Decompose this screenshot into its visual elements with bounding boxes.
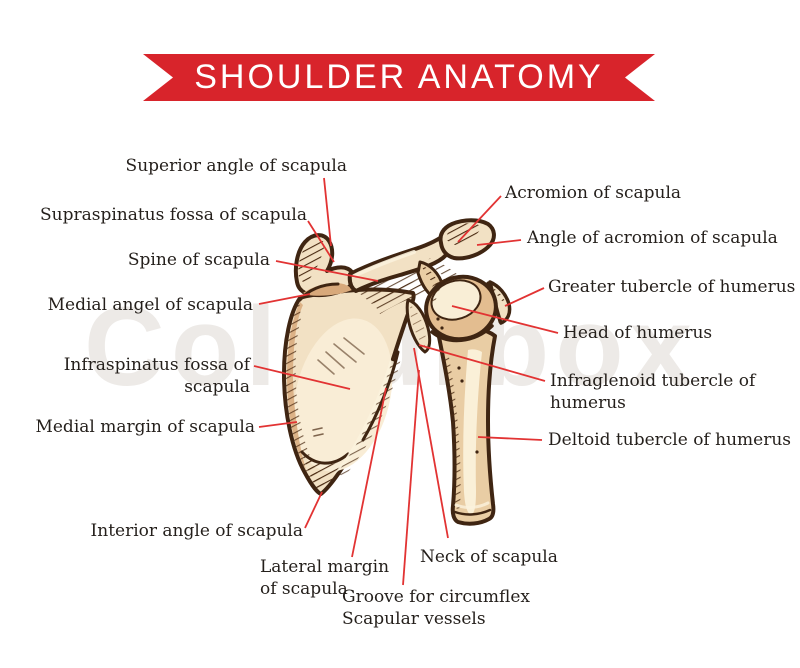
label-interior-angle-of-scapula: Interior angle of scapula [90, 521, 303, 541]
label-acromion-of-scapula: Acromion of scapula [505, 183, 682, 203]
ribbon-icon [143, 54, 655, 101]
leader-line-infraglenoid-tubercle-of-humerus [418, 344, 546, 382]
leader-line-infraspinatus-fossa-of-scapula [253, 365, 351, 390]
leader-line-head-of-humerus [451, 305, 559, 334]
leader-line-greater-tubercle-of-humerus [504, 287, 545, 307]
leader-line-groove-for-circumflex-scapular-vessels [402, 369, 420, 586]
label-superior-angle-of-scapula: Superior angle of scapula [125, 156, 347, 176]
title-banner: SHOULDER ANATOMY [0, 0, 800, 120]
label-medial-angel-of-scapula: Medial angel of scapula [47, 295, 253, 315]
label-neck-of-scapula: Neck of scapula [420, 547, 558, 567]
leader-line-interior-angle-of-scapula [304, 491, 323, 529]
leader-line-lateral-margin-of-scapula [351, 387, 387, 558]
leader-line-acromion-of-scapula [457, 195, 502, 243]
leader-line-spine-of-scapula [275, 260, 379, 282]
ribbon-shape [143, 54, 655, 101]
label-groove-for-circumflex-scapular-vessels: Groove for circumflex Scapular vessels [342, 587, 530, 629]
leader-line-angle-of-acromion-of-scapula [476, 239, 522, 246]
label-deltoid-tubercle-of-humerus: Deltoid tubercle of humerus [548, 430, 791, 450]
leader-line-medial-margin-of-scapula [258, 421, 298, 428]
leader-line-medial-angel-of-scapula [258, 293, 311, 305]
label-infraglenoid-tubercle-of-humerus: Infraglenoid tubercle of humerus [550, 371, 756, 413]
page-title: SHOULDER ANATOMY [194, 58, 604, 96]
label-infraspinatus-fossa-of-scapula: Infraspinatus fossa of scapula [63, 355, 250, 397]
label-spine-of-scapula: Spine of scapula [127, 250, 270, 270]
label-lateral-margin-of-scapula: Lateral margin of scapula [260, 557, 390, 599]
label-greater-tubercle-of-humerus: Greater tubercle of humerus [548, 277, 796, 297]
label-angle-of-acromion-of-scapula: Angle of acromion of scapula [527, 228, 778, 248]
leader-line-superior-angle-of-scapula [323, 177, 332, 247]
leader-line-deltoid-tubercle-of-humerus [477, 436, 543, 441]
label-head-of-humerus: Head of humerus [563, 323, 713, 343]
label-supraspinatus-fossa-of-scapula: Supraspinatus fossa of scapula [39, 205, 307, 225]
leader-line-neck-of-scapula [413, 347, 449, 539]
label-medial-margin-of-scapula: Medial margin of scapula [35, 417, 255, 437]
leader-line-supraspinatus-fossa-of-scapula [307, 220, 335, 263]
